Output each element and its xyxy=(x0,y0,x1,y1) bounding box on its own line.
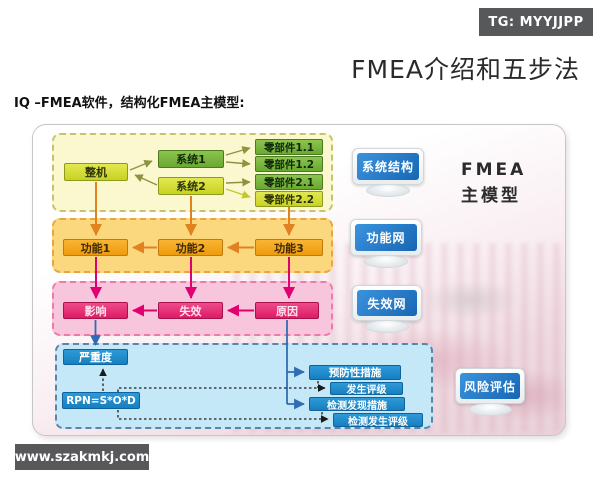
node-cause: 原因 xyxy=(255,302,319,319)
monitor-screen-label: 系统结构 xyxy=(357,153,419,180)
node-detection-measures: 检测发现措施 xyxy=(309,397,405,412)
node-failure-mode: 失效 xyxy=(158,302,223,319)
monitor-bezel: 系统结构 xyxy=(352,148,424,185)
node-part-1-1: 零部件1.1 xyxy=(255,139,323,155)
node-part-1-2: 零部件1.2 xyxy=(255,156,323,172)
page-title: FMEA介绍和五步法 xyxy=(351,55,580,84)
model-label-line1: FMEA xyxy=(461,160,527,180)
model-label: FMEA 主模型 xyxy=(461,158,526,209)
node-function3: 功能3 xyxy=(255,239,323,256)
monitor-stand xyxy=(468,403,512,416)
model-label-line2: 主模型 xyxy=(461,185,521,206)
monitor-failure-net: 失效网 xyxy=(352,285,422,333)
monitor-screen-label: 失效网 xyxy=(357,290,417,316)
monitor-bezel: 风险评估 xyxy=(455,368,525,404)
node-severity: 严重度 xyxy=(63,349,128,365)
node-rpn-formula: RPN=S*O*D xyxy=(62,392,140,409)
monitor-stand xyxy=(365,184,411,197)
node-preventive-measures: 预防性措施 xyxy=(309,365,401,380)
monitor-screen-label: 风险评估 xyxy=(460,373,520,399)
page-subtitle: IQ –FMEA软件，结构化FMEA主模型: xyxy=(14,96,245,111)
site-watermark: www.szakmkj.com xyxy=(15,444,149,470)
node-part-2-1: 零部件2.1 xyxy=(255,174,323,190)
monitor-system-structure: 系统结构 xyxy=(352,148,424,197)
node-effect: 影响 xyxy=(63,302,128,319)
monitor-function-net: 功能网 xyxy=(350,219,422,268)
node-system1: 系统1 xyxy=(158,150,224,168)
node-function1: 功能1 xyxy=(63,239,128,256)
monitor-screen-label: 功能网 xyxy=(355,224,417,251)
monitor-bezel: 功能网 xyxy=(350,219,422,256)
tg-watermark-badge: TG: MYYJJPP xyxy=(479,8,593,36)
node-occurrence-rating: 发生评级 xyxy=(330,382,403,396)
node-machine: 整机 xyxy=(64,163,128,181)
monitor-risk-assessment: 风险评估 xyxy=(455,368,525,416)
monitor-stand xyxy=(363,255,409,268)
node-part-2-2: 零部件2.2 xyxy=(255,191,323,207)
node-detection-rating: 检测发生评级 xyxy=(333,413,423,428)
node-function2: 功能2 xyxy=(158,239,223,256)
node-system2: 系统2 xyxy=(158,177,224,195)
monitor-stand xyxy=(365,320,409,333)
monitor-bezel: 失效网 xyxy=(352,285,422,321)
